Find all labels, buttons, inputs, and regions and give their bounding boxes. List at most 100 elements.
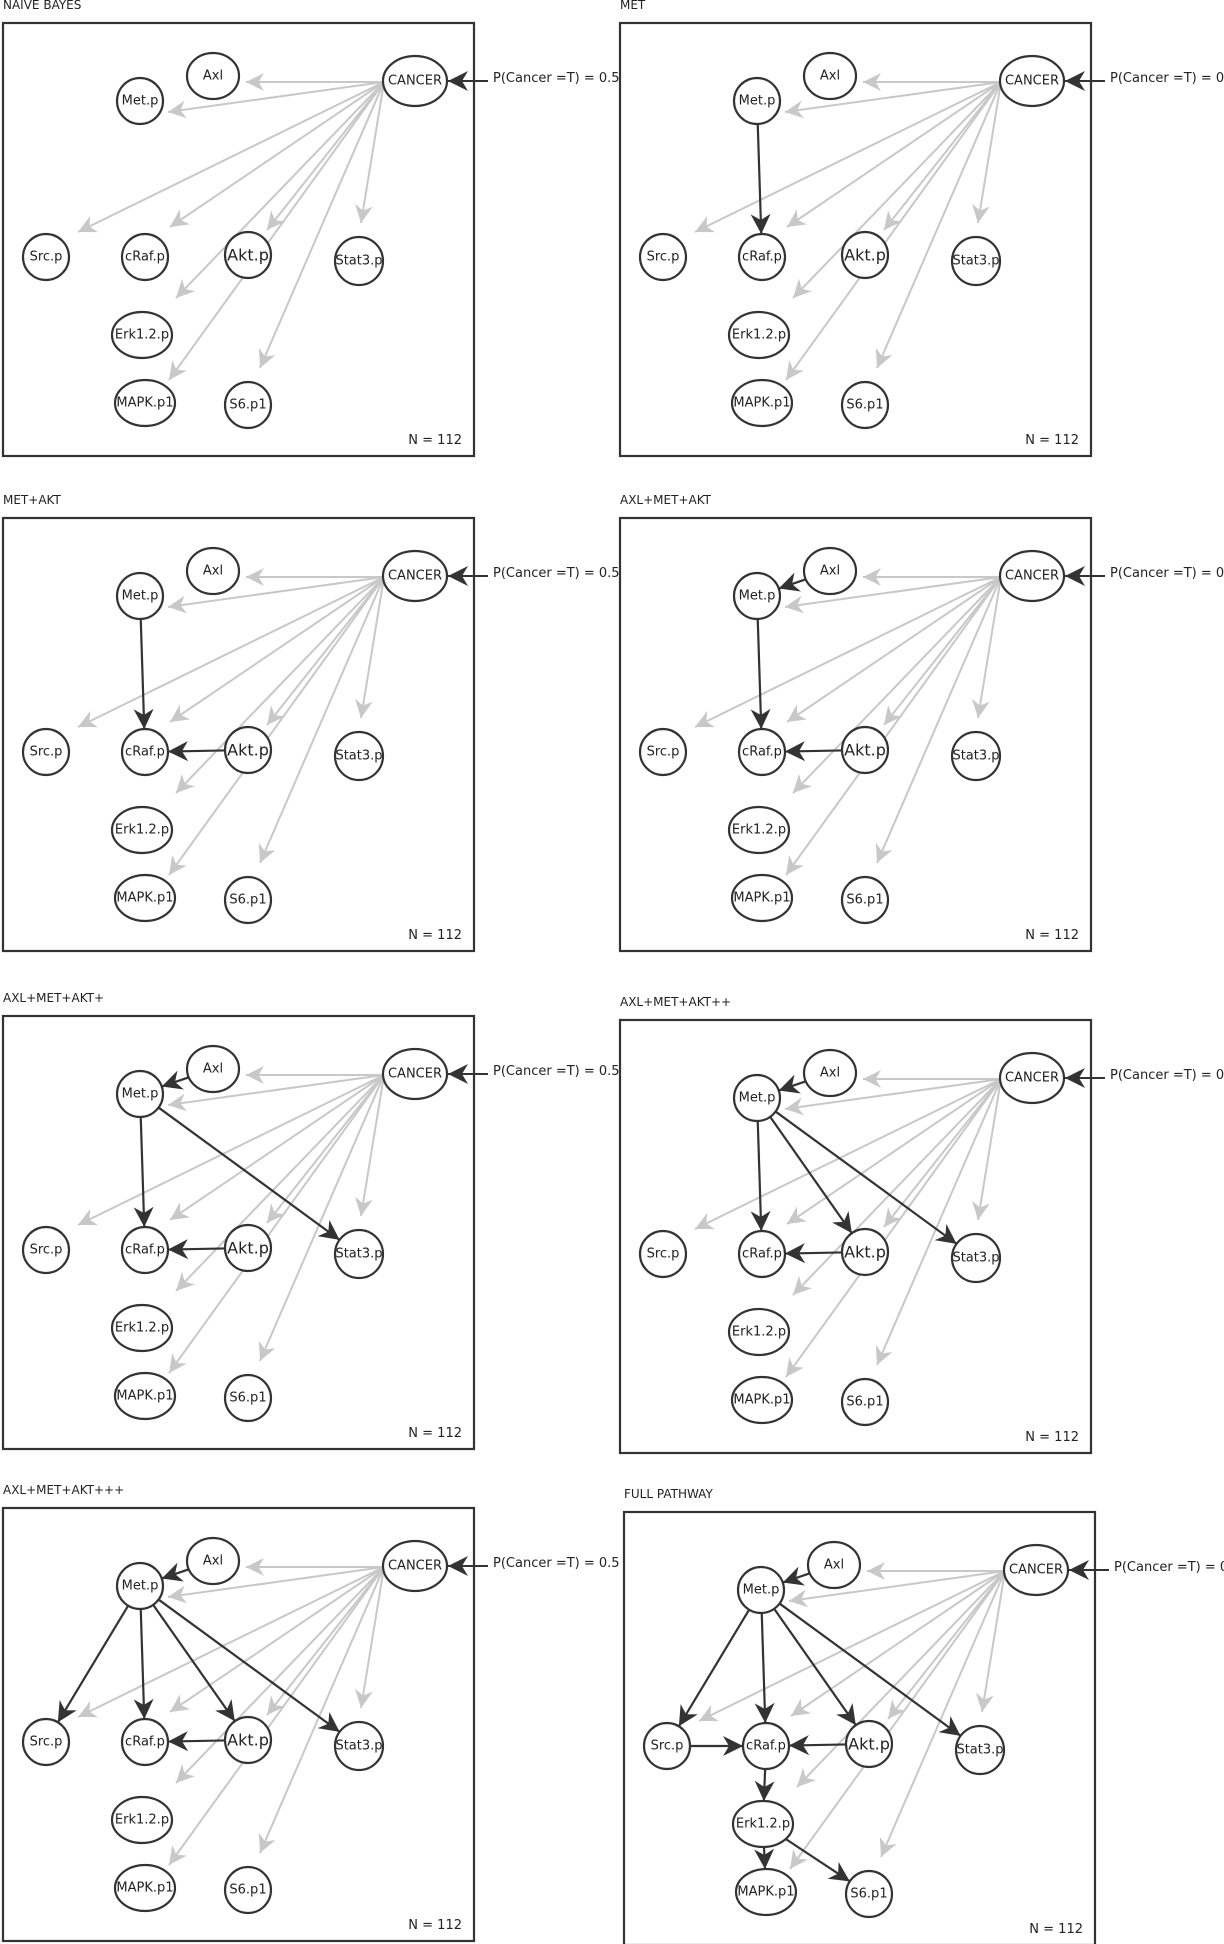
edge-met-akt bbox=[152, 1604, 236, 1722]
node-axl: Axl bbox=[802, 51, 858, 101]
naive-edge-cancer-src bbox=[77, 1566, 385, 1718]
naive-edge-cancer-mapk bbox=[168, 1074, 385, 1374]
node-label: MAPK.p1 bbox=[116, 1881, 173, 1896]
node-label: CANCER bbox=[1005, 1071, 1059, 1086]
node-met: Met.p bbox=[732, 76, 782, 126]
node-akt: Akt.p bbox=[840, 230, 890, 280]
naive-bayes-edges bbox=[694, 568, 1002, 876]
node-axl: Axl bbox=[185, 546, 241, 596]
node-stat3: Stat3.p bbox=[950, 730, 1002, 782]
node-label: cRaf.p bbox=[742, 1247, 782, 1262]
panel-frame bbox=[622, 1510, 1097, 1944]
naive-edge-cancer-craf bbox=[790, 1570, 1006, 1717]
naive-edge-cancer-mapk bbox=[785, 81, 1002, 381]
node-ellipse bbox=[638, 1229, 688, 1279]
node-ellipse bbox=[642, 1721, 692, 1771]
node-ellipse bbox=[381, 1539, 449, 1593]
node-cancer: CANCER bbox=[381, 1047, 449, 1101]
edge-axl-met bbox=[782, 1566, 811, 1586]
naive-bayes-edges bbox=[77, 1066, 385, 1374]
naive-edge-cancer-met bbox=[784, 81, 1002, 119]
node-label: Erk1.2.p bbox=[732, 328, 786, 343]
edge-met-craf bbox=[133, 1608, 154, 1720]
node-label: S6.p1 bbox=[229, 893, 266, 908]
node-label: S6.p1 bbox=[846, 1395, 883, 1410]
node-label: Met.p bbox=[122, 589, 159, 604]
node-label: Met.p bbox=[739, 589, 776, 604]
node-met: Met.p bbox=[736, 1565, 786, 1615]
naive-edge-cancer-stat3 bbox=[972, 1078, 1002, 1221]
prior-label: P(Cancer =T) = 0.5 bbox=[493, 1064, 620, 1079]
node-ellipse bbox=[727, 310, 791, 360]
node-ellipse bbox=[110, 310, 174, 360]
node-ellipse bbox=[21, 727, 71, 777]
naive-edge-cancer-s6 bbox=[258, 576, 385, 864]
sample-size-label: N = 112 bbox=[408, 433, 462, 448]
node-label: Akt.p bbox=[848, 1735, 890, 1754]
node-mapk: MAPK.p1 bbox=[113, 1371, 177, 1421]
node-label: Met.p bbox=[743, 1583, 780, 1598]
naive-bayes-edges bbox=[694, 1070, 1002, 1378]
naive-edge-cancer-akt bbox=[266, 1566, 385, 1716]
node-ellipse bbox=[731, 1799, 795, 1849]
node-ellipse bbox=[120, 232, 170, 282]
node-cancer: CANCER bbox=[381, 54, 449, 108]
node-ellipse bbox=[185, 1044, 241, 1094]
node-ellipse bbox=[21, 232, 71, 282]
node-label: Met.p bbox=[739, 94, 776, 109]
node-axl: Axl bbox=[806, 1540, 862, 1590]
node-label: Stat3.p bbox=[335, 749, 382, 764]
node-axl: Axl bbox=[185, 1044, 241, 1094]
edge-met-craf bbox=[133, 1116, 154, 1228]
naive-edge-cancer-akt bbox=[266, 576, 385, 726]
node-ellipse bbox=[120, 1225, 170, 1275]
node-ellipse bbox=[802, 546, 858, 596]
node-ellipse bbox=[950, 1232, 1002, 1284]
node-s6: S6.p1 bbox=[223, 380, 273, 430]
sample-size-label: N = 112 bbox=[1025, 928, 1079, 943]
node-ellipse bbox=[333, 235, 385, 287]
structural-edges bbox=[677, 1566, 962, 1883]
panel-5: AXL+MET+AKT++P(Cancer =T) = 0.5CANCERAxl… bbox=[618, 995, 1224, 1455]
node-mapk: MAPK.p1 bbox=[730, 1375, 794, 1425]
node-ellipse bbox=[730, 1375, 794, 1425]
naive-edge-cancer-mapk bbox=[785, 1078, 1002, 1378]
node-stat3: Stat3.p bbox=[333, 730, 385, 782]
panel-title: MET bbox=[620, 0, 646, 12]
node-ellipse bbox=[844, 1869, 894, 1919]
edge-met-src bbox=[677, 1609, 751, 1727]
edge-axl-met bbox=[161, 1562, 190, 1582]
node-label: Met.p bbox=[122, 1579, 159, 1594]
node-cancer: CANCER bbox=[998, 54, 1066, 108]
naive-edge-cancer-craf bbox=[786, 1078, 1002, 1225]
naive-edge-cancer-craf bbox=[169, 1566, 385, 1713]
node-ellipse bbox=[1002, 1543, 1070, 1597]
node-label: MAPK.p1 bbox=[116, 396, 173, 411]
edge-met-craf bbox=[750, 1120, 771, 1232]
node-met: Met.p bbox=[115, 76, 165, 126]
node-label: cRaf.p bbox=[742, 250, 782, 265]
panel-frame bbox=[618, 1018, 1093, 1455]
node-akt: Akt.p bbox=[223, 725, 273, 775]
edge-met-stat3 bbox=[157, 1106, 341, 1241]
node-label: cRaf.p bbox=[125, 1735, 165, 1750]
node-label: CANCER bbox=[1009, 1563, 1063, 1578]
node-label: CANCER bbox=[388, 1559, 442, 1574]
node-erk: Erk1.2.p bbox=[110, 805, 174, 855]
naive-edge-cancer-src bbox=[77, 576, 385, 728]
naive-edge-cancer-erk bbox=[175, 576, 385, 794]
panel-frame bbox=[618, 516, 1093, 953]
node-craf: cRaf.p bbox=[741, 1721, 791, 1771]
node-ellipse bbox=[381, 54, 449, 108]
naive-edge-cancer-src bbox=[694, 81, 1002, 233]
edge-met-src bbox=[56, 1605, 130, 1723]
naive-edge-cancer-src bbox=[694, 576, 1002, 728]
panel-frame bbox=[1, 21, 476, 458]
node-src: Src.p bbox=[638, 727, 688, 777]
node-craf: cRaf.p bbox=[120, 1717, 170, 1767]
node-label: cRaf.p bbox=[746, 1739, 786, 1754]
